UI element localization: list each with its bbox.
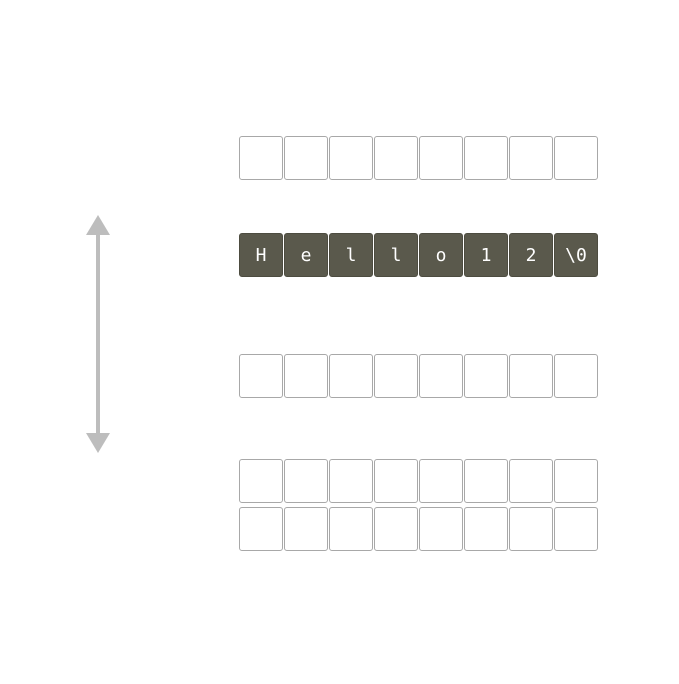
empty-row-bottom-1 xyxy=(239,459,598,503)
memory-cell xyxy=(509,136,553,180)
string-cell: l xyxy=(329,233,373,277)
string-cell: e xyxy=(284,233,328,277)
memory-cell xyxy=(284,136,328,180)
memory-cell xyxy=(284,459,328,503)
memory-cell xyxy=(239,354,283,398)
memory-cell xyxy=(284,354,328,398)
memory-cell xyxy=(554,136,598,180)
memory-cell xyxy=(464,136,508,180)
double-headed-vertical-arrow-icon xyxy=(86,215,110,453)
memory-cell xyxy=(374,507,418,551)
string-cell: 1 xyxy=(464,233,508,277)
memory-cell xyxy=(419,507,463,551)
memory-cell xyxy=(239,136,283,180)
memory-cell xyxy=(419,136,463,180)
memory-cell xyxy=(419,354,463,398)
memory-cell xyxy=(509,459,553,503)
memory-cell xyxy=(554,354,598,398)
memory-cell xyxy=(329,459,373,503)
memory-cell xyxy=(284,507,328,551)
memory-cell xyxy=(374,459,418,503)
string-cell: \0 xyxy=(554,233,598,277)
string-cell: H xyxy=(239,233,283,277)
memory-cell xyxy=(464,354,508,398)
memory-cell xyxy=(239,507,283,551)
memory-cell xyxy=(554,459,598,503)
memory-cell xyxy=(329,136,373,180)
string-cell: 2 xyxy=(509,233,553,277)
memory-cell xyxy=(329,354,373,398)
memory-cell xyxy=(509,507,553,551)
empty-row-bottom-2 xyxy=(239,507,598,551)
memory-cell xyxy=(374,136,418,180)
memory-cell xyxy=(239,459,283,503)
memory-cell xyxy=(509,354,553,398)
empty-row-middle xyxy=(239,354,598,398)
memory-cell xyxy=(419,459,463,503)
memory-cell xyxy=(464,459,508,503)
string-cell: o xyxy=(419,233,463,277)
memory-cell xyxy=(464,507,508,551)
memory-cell xyxy=(329,507,373,551)
string-row: H e l l o 1 2 \0 xyxy=(239,233,598,277)
memory-cell xyxy=(374,354,418,398)
empty-row-top xyxy=(239,136,598,180)
memory-cell xyxy=(554,507,598,551)
string-cell: l xyxy=(374,233,418,277)
